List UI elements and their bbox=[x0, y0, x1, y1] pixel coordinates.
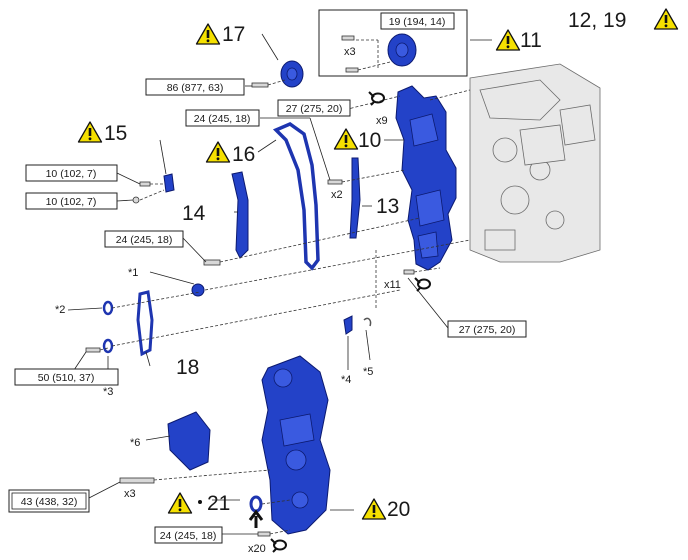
part-number: 11 bbox=[520, 29, 542, 52]
caution-icon bbox=[361, 498, 387, 520]
quantity-label: x11 bbox=[384, 279, 401, 291]
torque-box bbox=[185, 109, 260, 127]
part-number: 16 bbox=[232, 143, 255, 166]
torque-box bbox=[277, 99, 351, 117]
timing-chain bbox=[272, 122, 320, 271]
seal-packing-icon bbox=[270, 538, 287, 553]
torque-label: 86 (877, 63) bbox=[167, 82, 224, 94]
torque-box bbox=[145, 78, 245, 96]
oil-seal bbox=[249, 495, 263, 513]
part-star-3 bbox=[102, 338, 114, 354]
part-number: 12, 19 bbox=[568, 9, 626, 32]
part-11-detail-frame bbox=[318, 9, 468, 77]
part-number: 14 bbox=[182, 202, 206, 225]
torque-label: 10 (102, 7) bbox=[46, 196, 97, 208]
torque-label: 24 (245, 18) bbox=[116, 234, 173, 246]
quantity-label: x9 bbox=[376, 115, 388, 127]
arrow-up-icon bbox=[248, 509, 264, 528]
torque-label: 24 (245, 18) bbox=[160, 530, 217, 542]
part-star-6 bbox=[167, 411, 211, 471]
part-number: 21 bbox=[207, 492, 230, 515]
asterisk-label: *4 bbox=[341, 374, 351, 386]
torque-box bbox=[14, 368, 119, 386]
oil-pump-drive-chain bbox=[136, 290, 154, 357]
torque-label: 24 (245, 18) bbox=[194, 113, 251, 125]
part-number: 13 bbox=[376, 195, 399, 218]
quantity-label: x2 bbox=[331, 189, 343, 201]
quantity-label: x3 bbox=[344, 46, 356, 58]
part-star-5 bbox=[363, 317, 372, 327]
asterisk-label: *5 bbox=[363, 366, 373, 378]
torque-label: 27 (275, 20) bbox=[459, 324, 516, 336]
caution-icon bbox=[495, 29, 521, 51]
timing-chain-cover bbox=[261, 355, 331, 535]
caution-icon bbox=[653, 8, 679, 30]
chain-tensioner-slipper bbox=[231, 171, 249, 259]
part-star-2 bbox=[102, 300, 114, 316]
caution-icon bbox=[77, 121, 103, 143]
part-number: 10 bbox=[358, 129, 381, 152]
torque-label: 50 (510, 37) bbox=[38, 372, 95, 384]
part-star-4 bbox=[343, 315, 353, 335]
timing-chain-case bbox=[395, 85, 457, 271]
asterisk-label: *2 bbox=[55, 304, 65, 316]
torque-label: 10 (102, 7) bbox=[46, 168, 97, 180]
bullet-dot bbox=[198, 500, 202, 504]
quantity-label: x3 bbox=[124, 488, 136, 500]
torque-box bbox=[8, 489, 90, 513]
torque-label: 19 (194, 14) bbox=[389, 16, 446, 28]
asterisk-label: *1 bbox=[128, 267, 138, 279]
caution-icon bbox=[205, 141, 231, 163]
torque-label: 27 (275, 20) bbox=[286, 103, 343, 115]
torque-box bbox=[154, 526, 223, 544]
torque-box bbox=[104, 230, 184, 248]
camshaft-timing-gear bbox=[280, 60, 304, 88]
engine-block bbox=[469, 63, 601, 263]
quantity-label: x20 bbox=[248, 543, 266, 555]
torque-box bbox=[447, 320, 527, 338]
part-number: 20 bbox=[387, 498, 410, 521]
caution-icon bbox=[333, 128, 359, 150]
part-number: 15 bbox=[104, 122, 127, 145]
torque-box bbox=[25, 192, 118, 210]
asterisk-label: *3 bbox=[103, 386, 113, 398]
asterisk-label: *6 bbox=[130, 437, 140, 449]
chain-guide bbox=[349, 157, 361, 239]
chain-tensioner bbox=[163, 173, 175, 193]
torque-box bbox=[25, 164, 118, 182]
torque-label: 43 (438, 32) bbox=[21, 496, 78, 508]
caution-icon bbox=[195, 23, 221, 45]
vvt-gear bbox=[387, 33, 417, 67]
part-star-1 bbox=[191, 283, 205, 297]
part-number: 18 bbox=[176, 356, 199, 379]
caution-icon bbox=[167, 492, 193, 514]
torque-box bbox=[380, 12, 455, 30]
part-number: 17 bbox=[222, 23, 245, 46]
